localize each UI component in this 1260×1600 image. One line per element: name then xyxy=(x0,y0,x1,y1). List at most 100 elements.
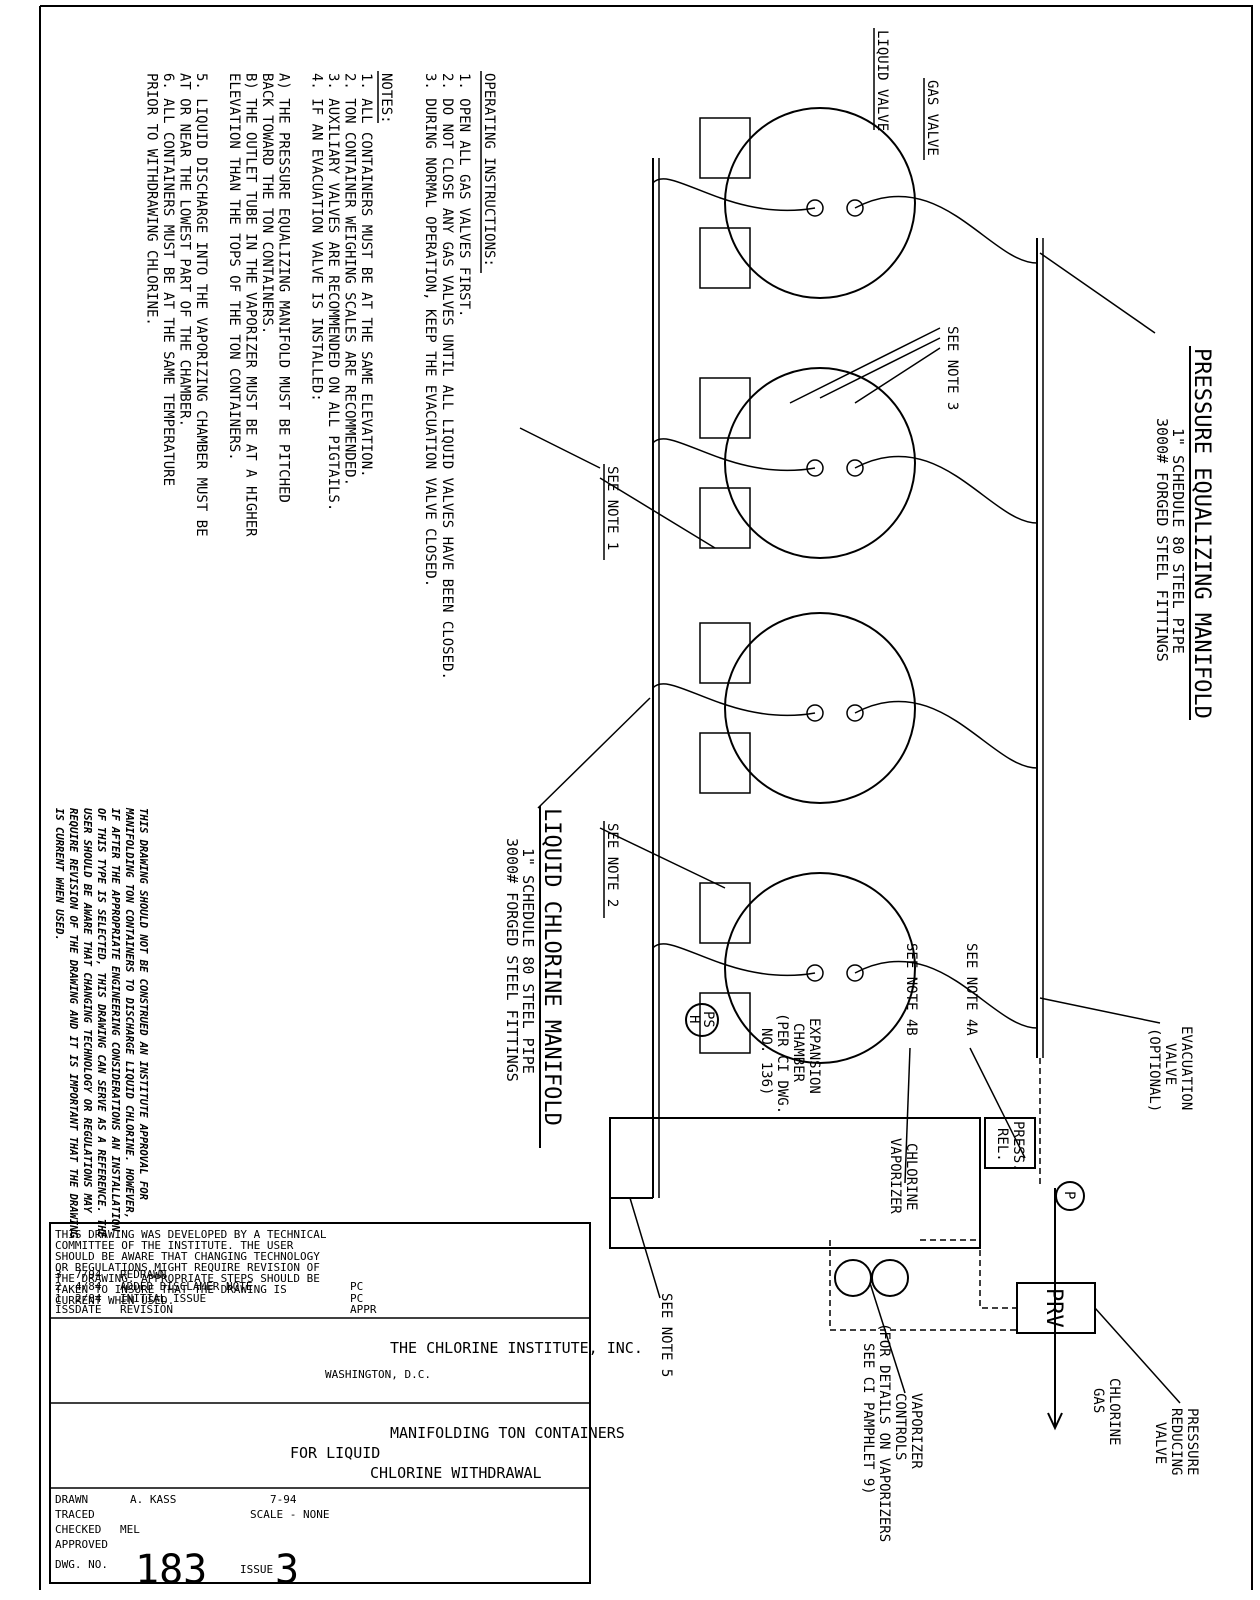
tb-rev-header: ISS xyxy=(55,1303,75,1316)
tb-disclaimer-line: CURRENT WHEN USED. xyxy=(55,1294,174,1307)
disclaimer-line: REQUIRE REVISION OF THE DRAWING AND IT I… xyxy=(67,808,79,1239)
gas-valve-label: GAS VALVE xyxy=(924,80,940,156)
tb-drawn-by: A. KASS xyxy=(130,1493,176,1506)
vaporizer-controls-label-3: (FOR DETAILS ON VAPORIZERS xyxy=(876,1323,892,1542)
container-saddle xyxy=(699,227,751,289)
tb-drawn-label: DRAWN xyxy=(55,1493,88,1506)
liquid-valve-icon xyxy=(806,459,824,477)
note-line: BACK TOWARD THE TON CONTAINERS. xyxy=(259,73,275,334)
expansion-chamber-label-4: NO. 136) xyxy=(758,1028,774,1095)
container-saddle xyxy=(699,992,751,1054)
press-rel-label-1: PRESS. xyxy=(1010,1121,1026,1172)
see-note-1-leaders xyxy=(519,427,716,549)
title-block xyxy=(49,1222,591,1584)
gas-valve-icon xyxy=(846,199,864,217)
disclaimer-line: IF AFTER THE APPROPRIATE ENGINEERING CON… xyxy=(109,808,121,1232)
gas-pigtail xyxy=(854,700,1038,769)
evacuation-valve-label-2: VALVE xyxy=(1162,1043,1178,1085)
pressure-switch-label-1: PS xyxy=(700,1011,716,1028)
tb-disclaimer-line: OR REGULATIONS MIGHT REQUIRE REVISION OF xyxy=(55,1261,320,1274)
tb-disclaimer-line: TAKEN TO INSURE THAT THE DRAWING IS xyxy=(55,1283,287,1296)
tb-issue-label: ISSUE xyxy=(240,1563,273,1576)
disclaimer-line: THIS DRAWING SHOULD NOT BE CONSTRUED AN … xyxy=(137,808,149,1200)
tb-rev-cell: PC xyxy=(350,1292,363,1305)
see-note-5-label: SEE NOTE 5 xyxy=(658,1293,674,1377)
tb-rev-cell: 2/84 xyxy=(75,1292,102,1305)
liquid-valve-icon xyxy=(806,704,824,722)
pressure-gauge-label: P xyxy=(1061,1191,1077,1199)
see-note-2-label: SEE NOTE 2 xyxy=(604,823,620,907)
prv-desc-2: REDUCING xyxy=(1168,1408,1184,1475)
gas-pigtail xyxy=(854,455,1038,524)
note-line: 4. IF AN EVACUATION VALVE IS INSTALLED: xyxy=(309,73,325,402)
liquid-pigtail xyxy=(652,438,816,472)
vaporizer-label-1: CHLORINE xyxy=(903,1143,919,1210)
gas-pigtail xyxy=(854,960,1038,1029)
tb-company: THE CHLORINE INSTITUTE, INC. xyxy=(390,1339,643,1357)
liquid-pigtail xyxy=(652,943,816,977)
prv-label: PRV xyxy=(1041,1288,1066,1328)
see-note-5-leader xyxy=(629,1197,661,1299)
tb-checked-by: MEL xyxy=(120,1523,140,1536)
tb-rev-cell: 7/94 xyxy=(75,1268,102,1281)
evac-leader xyxy=(1039,997,1161,1024)
see-note-3-label: SEE NOTE 3 xyxy=(944,326,960,410)
note-line: A) THE PRESSURE EQUALIZING MANIFOLD MUST… xyxy=(276,73,292,503)
sheet-border xyxy=(39,5,1253,1590)
press-rel-box xyxy=(984,1117,1036,1169)
container-saddle xyxy=(699,622,751,684)
tb-dwg-no: 183 xyxy=(135,1547,207,1593)
tb-rev-cell: REDRAWN xyxy=(120,1268,166,1281)
pressure-switch-label-2: H xyxy=(686,1015,702,1023)
vaporizer-controls-label-2: CONTROLS xyxy=(892,1393,908,1460)
notes-heading: NOTES: xyxy=(378,73,394,124)
vap-ctrl-leader xyxy=(869,1282,906,1394)
tb-scale: SCALE - NONE xyxy=(250,1508,329,1521)
ton-container xyxy=(724,872,916,1064)
tb-disclaimer-line: THIS DRAWING WAS DEVELOPED BY A TECHNICA… xyxy=(55,1228,327,1241)
gas-valve-icon xyxy=(846,704,864,722)
expansion-chamber-label-3: (PER CI DWG. xyxy=(774,1013,790,1114)
tb-title-2: FOR LIQUID xyxy=(290,1444,380,1462)
note-line: ELEVATION THAN THE TOPS OF THE TON CONTA… xyxy=(226,73,242,461)
operating-item: 2. DO NOT CLOSE ANY GAS VALVES UNTIL ALL… xyxy=(439,73,455,680)
disclaimer-line: IS CURRENT WHEN USED. xyxy=(53,808,65,941)
lc-manifold-spec-1: 1" SCHEDULE 80 STEEL PIPE xyxy=(519,848,537,1074)
see-note-4a-label: SEE NOTE 4A xyxy=(963,943,979,1036)
note-line: 3. AUXILIARY VALVES ARE RECOMMENDED ON A… xyxy=(325,73,341,511)
gas-pigtail xyxy=(854,195,1038,264)
disclaimer-line: USER SHOULD BE AWARE THAT CHANGING TECHN… xyxy=(81,808,93,1213)
lc-manifold-spec-2: 3000# FORGED STEEL FITTINGS xyxy=(503,838,521,1082)
tb-title-3: CHLORINE WITHDRAWAL xyxy=(370,1464,542,1482)
tb-disclaimer-line: SHOULD BE AWARE THAT CHANGING TECHNOLOGY xyxy=(55,1250,320,1263)
tb-drawn-date: 7-94 xyxy=(270,1493,297,1506)
tb-approved-label: APPROVED xyxy=(55,1538,108,1551)
tb-city: WASHINGTON, D.C. xyxy=(325,1368,431,1381)
vaporizer-control-2-icon xyxy=(834,1259,872,1297)
liquid-pigtail xyxy=(652,178,816,212)
pe-leader xyxy=(1039,252,1156,334)
lc-manifold-title: LIQUID CHLORINE MANIFOLD xyxy=(539,808,564,1126)
tb-disclaimer-line: COMMITTEE OF THE INSTITUTE. THE USER xyxy=(55,1239,294,1252)
prv-desc-3: VALVE xyxy=(1152,1422,1168,1464)
ton-container xyxy=(724,107,916,299)
pe-manifold-spec-2: 3000# FORGED STEEL FITTINGS xyxy=(1153,418,1171,662)
see-note-4a-leader xyxy=(969,1047,1026,1159)
see-note-1-label: SEE NOTE 1 xyxy=(604,466,620,550)
pe-manifold-spec-1: 1" SCHEDULE 80 STEEL PIPE xyxy=(1169,428,1187,654)
note-line: 2. TON CONTAINER WEIGHING SCALES ARE REC… xyxy=(342,73,358,486)
gas-valve-icon xyxy=(846,459,864,477)
prv-desc-1: PRESSURE xyxy=(1184,1408,1200,1475)
ton-container xyxy=(724,612,916,804)
see-note-2-leader xyxy=(599,827,726,889)
liquid-valve-icon xyxy=(806,964,824,982)
chlorine-vaporizer-box xyxy=(609,1117,981,1249)
liquid-valve-label: LIQUID VALVE xyxy=(874,30,890,131)
tb-rev-cell: 2 xyxy=(55,1280,62,1293)
note-line: B) THE OUTLET TUBE IN THE VAPORIZER MUST… xyxy=(243,73,259,537)
vaporizer-controls-label-1: VAPORIZER xyxy=(908,1393,924,1469)
tb-disclaimer-line: THE DRAWING. APPROPRIATE STEPS SHOULD BE xyxy=(55,1272,320,1285)
tb-rev-cell: PC xyxy=(350,1280,363,1293)
tb-rev-header: REVISION xyxy=(120,1303,173,1316)
